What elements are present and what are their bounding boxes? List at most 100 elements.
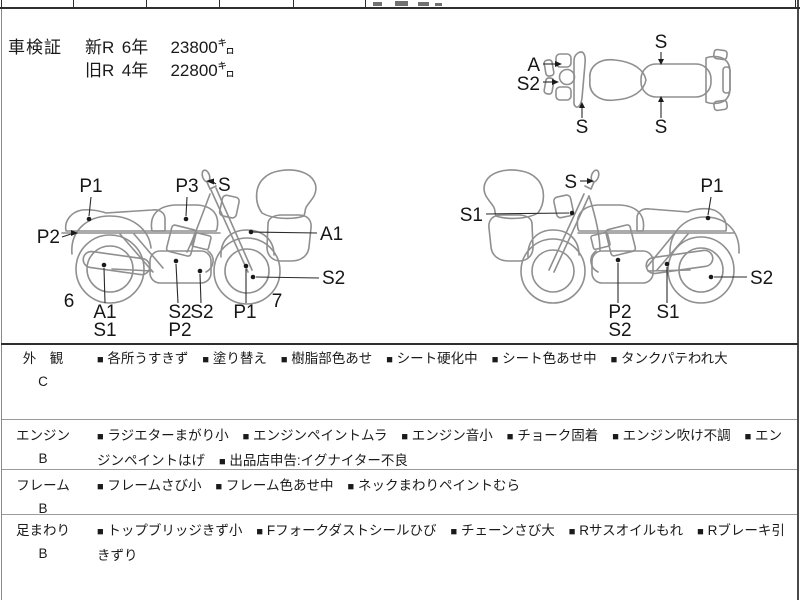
comment-item: ■ ラジエターまがり小 bbox=[97, 428, 229, 443]
category-label: 外 観 bbox=[22, 351, 64, 366]
rear-wheel bbox=[75, 234, 145, 304]
front-wheel-top bbox=[573, 51, 586, 108]
detached-cowl-upper bbox=[483, 169, 545, 220]
top-table-bottom-border bbox=[0, 7, 800, 9]
bike-top-view: A S2 S S S bbox=[517, 32, 731, 138]
pointer-dot bbox=[664, 261, 670, 267]
engine-cases bbox=[149, 250, 212, 284]
comment-item: ■ エンジンペイントムラ bbox=[242, 428, 388, 443]
shaken-new-label: 新R bbox=[85, 38, 115, 57]
arrowhead-icon bbox=[555, 61, 562, 67]
shaken-header: 車検証 新R 6年 23800㌔ 旧R 4年 22800㌔ bbox=[0, 0, 400, 90]
lever-left bbox=[543, 59, 555, 77]
fuel-tank-top bbox=[589, 58, 647, 102]
motorcycle-diagrams: A S2 S S S bbox=[37, 32, 774, 341]
damage-label-p3: P3 bbox=[175, 176, 198, 197]
damage-label-p1: P1 bbox=[79, 176, 102, 197]
bullet-square-icon: ■ bbox=[450, 526, 458, 538]
detached-cowl-upper bbox=[255, 169, 317, 220]
swingarm bbox=[647, 269, 691, 272]
comment-item: ■ トップブリッジきず小 bbox=[97, 523, 243, 538]
category-label: エンジン bbox=[16, 428, 70, 443]
damage-label-s1: S1 bbox=[460, 205, 483, 226]
bullet-square-icon: ■ bbox=[97, 354, 104, 366]
shaken-row-old: 旧R 4年 22800㌔ bbox=[85, 56, 385, 81]
damage-label-s: S bbox=[576, 117, 589, 138]
comment-item: ■ シート色あせ中 bbox=[491, 351, 597, 366]
comment-item: ■ フレーム色あせ中 bbox=[215, 478, 334, 493]
mirror-left bbox=[555, 53, 572, 68]
comment-item: ■ 塗り替え bbox=[202, 351, 267, 366]
comment-item: ■ チェーンさび大 bbox=[450, 523, 555, 538]
comment-item: ■ エンジンペイントはげ bbox=[97, 428, 783, 468]
pointer-dot bbox=[615, 257, 621, 263]
category-cell: エンジン B bbox=[2, 424, 84, 470]
front-wheel bbox=[520, 238, 586, 304]
bullet-square-icon: ■ bbox=[610, 354, 618, 366]
rear-fender-top bbox=[705, 55, 731, 105]
seat-tail bbox=[64, 208, 166, 232]
comments-cell: ■ フレームさび小 ■ フレーム色あせ中 ■ ネックまわりペイントむら bbox=[97, 470, 797, 499]
pointer-dot bbox=[86, 216, 92, 222]
frame-tube bbox=[656, 233, 689, 271]
bullet-square-icon: ■ bbox=[280, 354, 288, 366]
left-side-labels: S P1 S1 S2 P2 S2 S1 bbox=[460, 172, 774, 341]
category-cell: フレーム B bbox=[2, 474, 84, 520]
damage-label-s: S bbox=[564, 172, 577, 193]
top-table-divider bbox=[365, 0, 366, 7]
pointer-dot bbox=[101, 262, 107, 268]
pointer-dot bbox=[708, 274, 714, 280]
comment-item: ■ ネックまわりペイントむら bbox=[347, 478, 520, 493]
fuel-tank bbox=[576, 204, 645, 232]
front-fender bbox=[220, 229, 275, 258]
bullet-square-icon: ■ bbox=[242, 431, 250, 443]
bullet-square-icon: ■ bbox=[744, 431, 752, 443]
mirror-right bbox=[555, 86, 572, 101]
comment-item: ■ タンクパテわれ大 bbox=[610, 351, 728, 366]
arrowhead-icon bbox=[552, 79, 559, 85]
front-wheel-rim bbox=[531, 249, 575, 293]
detached-cowl-lower bbox=[488, 214, 534, 262]
rear-wheel-top bbox=[722, 66, 731, 94]
fuel-tank bbox=[150, 204, 219, 232]
bullet-square-icon: ■ bbox=[386, 354, 393, 366]
rear-wheel-rim bbox=[86, 245, 134, 293]
right-side-labels: P1 P3 S P2 A1 S2 6 7 A1 S1 S2 S2 bbox=[37, 175, 346, 341]
shaken-new-year: 6年 bbox=[121, 38, 149, 57]
bullet-square-icon: ■ bbox=[219, 456, 226, 468]
top-table-divider bbox=[73, 0, 74, 7]
pointer-dot bbox=[197, 268, 203, 274]
shaken-old-year: 4年 bbox=[121, 61, 149, 80]
seat-tail bbox=[636, 207, 728, 232]
exhaust-pipe bbox=[205, 250, 214, 273]
damage-label-s2: S2 bbox=[608, 320, 631, 341]
detached-cowl-lower bbox=[266, 214, 312, 262]
grade-value: B bbox=[38, 451, 48, 466]
engine-cases bbox=[591, 250, 654, 284]
top-table-divider bbox=[219, 0, 220, 7]
comments-cell: ■ ラジエターまがり小■ エンジンペイントムラ■ エンジン音小■ チョーク固着■… bbox=[97, 420, 797, 474]
arrowhead-icon bbox=[658, 59, 664, 65]
comment-item: ■ Rブレーキ引きずり bbox=[97, 523, 785, 563]
clipped-text-fragment bbox=[418, 2, 429, 6]
comment-item: ■ フレームさび小 bbox=[97, 478, 202, 493]
bullet-square-icon: ■ bbox=[568, 526, 576, 538]
front-wheel-rim bbox=[224, 248, 270, 294]
cylinder bbox=[165, 224, 197, 257]
front-fork bbox=[210, 189, 249, 273]
bullet-square-icon: ■ bbox=[97, 481, 104, 493]
damage-label-s: S bbox=[655, 32, 668, 53]
arrowhead-icon bbox=[206, 178, 214, 185]
clipped-text-fragment bbox=[373, 2, 382, 6]
clipped-text-fragment bbox=[435, 3, 442, 6]
bullet-square-icon: ■ bbox=[697, 526, 704, 538]
frame-tube bbox=[119, 233, 154, 273]
top-view-labels: A S2 S S S bbox=[517, 32, 668, 138]
arrowhead-icon bbox=[71, 230, 78, 236]
handlebar bbox=[584, 181, 595, 190]
comment-item: ■ 出品店申告:イグナイター不良 bbox=[219, 453, 408, 468]
exhaust-pipe bbox=[590, 250, 599, 273]
pointer-dot bbox=[250, 274, 256, 280]
damage-label-s2: S2 bbox=[190, 302, 213, 323]
down-tube bbox=[588, 195, 601, 252]
